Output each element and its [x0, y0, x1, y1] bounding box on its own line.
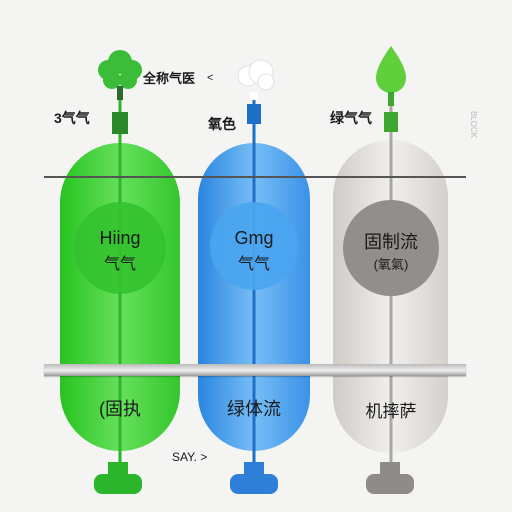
gray-circle-title: 固制流 — [364, 232, 418, 252]
bottom-note: SAY. > — [172, 450, 208, 464]
cloud-icon — [237, 59, 275, 100]
gray-circle-sub: (氧氣) — [373, 257, 409, 272]
blue-side-label: 氧色 — [208, 116, 236, 132]
green-bottom-label: (固执 — [99, 399, 141, 419]
bottom-rail — [44, 364, 466, 376]
green-top-label: 全称气医 — [143, 71, 196, 86]
green-circle-title: Hiing — [99, 228, 141, 248]
blue-bottom-label: 绿体流 — [227, 399, 281, 419]
far-right-label: BLOCK — [469, 110, 479, 139]
gray-bottom-label: 机摔萨 — [365, 402, 417, 421]
green-connector — [112, 112, 128, 134]
tree-icon — [98, 50, 142, 100]
green-side-label: 3气气 — [54, 110, 90, 126]
blue-base — [230, 474, 278, 494]
green-base — [94, 474, 142, 494]
chevron-left-icon: < — [207, 72, 214, 84]
gray-side-label: 绿气气 — [330, 110, 372, 126]
top-rail — [44, 176, 466, 178]
green-circle — [74, 202, 166, 294]
drop-icon — [376, 46, 406, 106]
gray-connector — [384, 112, 398, 132]
blue-connector — [247, 104, 261, 124]
blue-circle-sub: 气气 — [237, 256, 270, 273]
blue-circle-title: Gmg — [234, 228, 274, 248]
gray-base — [366, 474, 414, 494]
blue-circle — [210, 202, 298, 290]
gray-circle — [343, 200, 439, 296]
green-circle-sub: 气气 — [103, 256, 136, 273]
